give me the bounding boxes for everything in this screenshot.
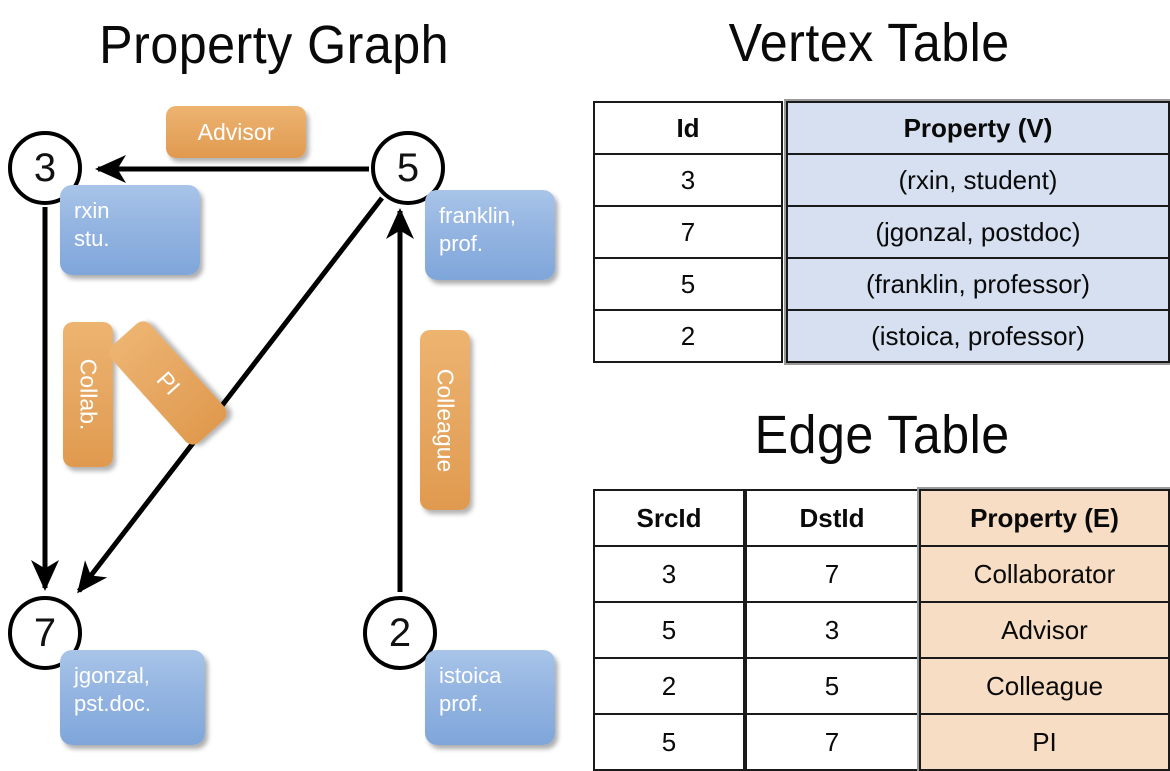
property-graph-diagram: 3 5 7 2 rxin stu. franklin, prof. jgonza… bbox=[0, 0, 585, 760]
vertex-property-box-3-line1: rxin bbox=[74, 198, 110, 223]
edge-table-cell-dstid: 3 bbox=[745, 601, 919, 659]
page-title-edge-table: Edge Table bbox=[754, 405, 1010, 465]
table-header-row: Property (E) bbox=[919, 489, 1170, 547]
vertex-table-cell-property: (jgonzal, postdoc) bbox=[786, 205, 1170, 259]
vertex-property-box-3-line2: stu. bbox=[74, 225, 110, 251]
edge-line-pi bbox=[77, 196, 384, 594]
table-row: (rxin, student) bbox=[786, 153, 1170, 207]
edge-table-srcid-column: SrcId 3 5 2 5 bbox=[593, 489, 745, 771]
edge-label-box-advisor-text: Advisor bbox=[197, 118, 275, 145]
table-row: 5 bbox=[593, 713, 745, 771]
vertex-property-box-2-line2: prof. bbox=[439, 690, 484, 716]
edge-table-cell-srcid: 5 bbox=[593, 713, 745, 771]
edge-table-cell-srcid: 2 bbox=[593, 657, 745, 715]
table-header-row: Id bbox=[593, 101, 783, 155]
edge-label-box-colleague-text: Colleague bbox=[432, 368, 459, 472]
table-header-row: Property (V) bbox=[786, 101, 1170, 155]
edge-table-property-column: Property (E) Collaborator Advisor Collea… bbox=[917, 487, 1170, 771]
table-header-row: DstId bbox=[745, 489, 919, 547]
vertex-property-box-2[interactable]: istoica prof. bbox=[425, 650, 555, 745]
graph-node-3-label: 3 bbox=[33, 145, 57, 190]
graph-node-2[interactable]: 2 bbox=[363, 596, 437, 670]
edge-table-header-dstid: DstId bbox=[745, 489, 919, 547]
edge-table-cell-dstid: 5 bbox=[745, 657, 919, 715]
table-row: 2 bbox=[593, 309, 783, 363]
page-title-property-graph: Property Graph bbox=[99, 15, 450, 75]
vertex-property-box-3[interactable]: rxin stu. bbox=[60, 185, 200, 275]
table-row: 5 bbox=[593, 257, 783, 311]
graph-node-2-label: 2 bbox=[388, 610, 412, 655]
edge-label-box-advisor[interactable]: Advisor bbox=[166, 106, 306, 158]
vertex-table-cell-property: (rxin, student) bbox=[786, 153, 1170, 207]
edge-table-dstid-column: DstId 7 3 5 7 bbox=[745, 489, 919, 771]
graph-edges-svg bbox=[30, 154, 415, 594]
edge-table-cell-srcid: 3 bbox=[593, 545, 745, 603]
table-row: PI bbox=[919, 713, 1170, 771]
edge-table-header-srcid: SrcId bbox=[593, 489, 745, 547]
table-row: 3 bbox=[593, 545, 745, 603]
edge-label-box-collab[interactable]: Collab. bbox=[63, 322, 113, 467]
graph-node-7-label: 7 bbox=[33, 610, 57, 655]
vertex-property-box-5-line1: franklin, bbox=[439, 203, 517, 228]
edge-table-cell-property: Collaborator bbox=[919, 545, 1170, 603]
table-row: 5 bbox=[745, 657, 919, 715]
vertex-table-header-id: Id bbox=[593, 101, 783, 155]
table-row: 3 bbox=[745, 601, 919, 659]
edge-table-cell-srcid: 5 bbox=[593, 601, 745, 659]
vertex-property-box-5-line2: prof. bbox=[439, 230, 484, 256]
table-row: 7 bbox=[593, 205, 783, 259]
vertex-property-box-2-line1: istoica bbox=[439, 663, 502, 688]
table-row: Colleague bbox=[919, 657, 1170, 715]
edge-table-cell-dstid: 7 bbox=[745, 713, 919, 771]
graph-node-5[interactable]: 5 bbox=[371, 131, 445, 205]
vertex-table-id-column: Id 3 7 5 2 bbox=[593, 101, 783, 363]
table-row: 5 bbox=[593, 601, 745, 659]
edge-label-box-colleague[interactable]: Colleague bbox=[420, 330, 470, 510]
vertex-table-header-property: Property (V) bbox=[786, 101, 1170, 155]
vertex-table-cell-id: 7 bbox=[593, 205, 783, 259]
table-row: 7 bbox=[745, 545, 919, 603]
vertex-property-box-7-line1: jgonzal, bbox=[74, 663, 150, 688]
vertex-table-cell-property: (istoica, professor) bbox=[786, 309, 1170, 363]
table-row: Advisor bbox=[919, 601, 1170, 659]
edge-table-cell-property: Colleague bbox=[919, 657, 1170, 715]
vertex-table-property-column: Property (V) (rxin, student) (jgonzal, p… bbox=[784, 99, 1170, 365]
vertex-table-cell-id: 5 bbox=[593, 257, 783, 311]
edge-table-cell-property: PI bbox=[919, 713, 1170, 771]
table-row: 7 bbox=[745, 713, 919, 771]
edge-table-cell-property: Advisor bbox=[919, 601, 1170, 659]
table-row: 3 bbox=[593, 153, 783, 207]
table-row: (jgonzal, postdoc) bbox=[786, 205, 1170, 259]
edge-label-box-pi-text: PI bbox=[151, 365, 186, 400]
table-row: Collaborator bbox=[919, 545, 1170, 603]
vertex-property-box-7-line2: pst.doc. bbox=[74, 690, 152, 716]
page-title-vertex-table: Vertex Table bbox=[728, 13, 1010, 73]
edge-table-header-property: Property (E) bbox=[919, 489, 1170, 547]
table-row: (istoica, professor) bbox=[786, 309, 1170, 363]
table-row: (franklin, professor) bbox=[786, 257, 1170, 311]
graph-node-5-label: 5 bbox=[396, 145, 420, 190]
edge-label-box-collab-text: Collab. bbox=[75, 358, 102, 431]
vertex-property-box-5[interactable]: franklin, prof. bbox=[425, 190, 555, 280]
table-header-row: SrcId bbox=[593, 489, 745, 547]
vertex-table-cell-property: (franklin, professor) bbox=[786, 257, 1170, 311]
vertex-property-box-7[interactable]: jgonzal, pst.doc. bbox=[60, 650, 205, 745]
vertex-table-cell-id: 3 bbox=[593, 153, 783, 207]
vertex-table-cell-id: 2 bbox=[593, 309, 783, 363]
table-row: 2 bbox=[593, 657, 745, 715]
edge-table-cell-dstid: 7 bbox=[745, 545, 919, 603]
